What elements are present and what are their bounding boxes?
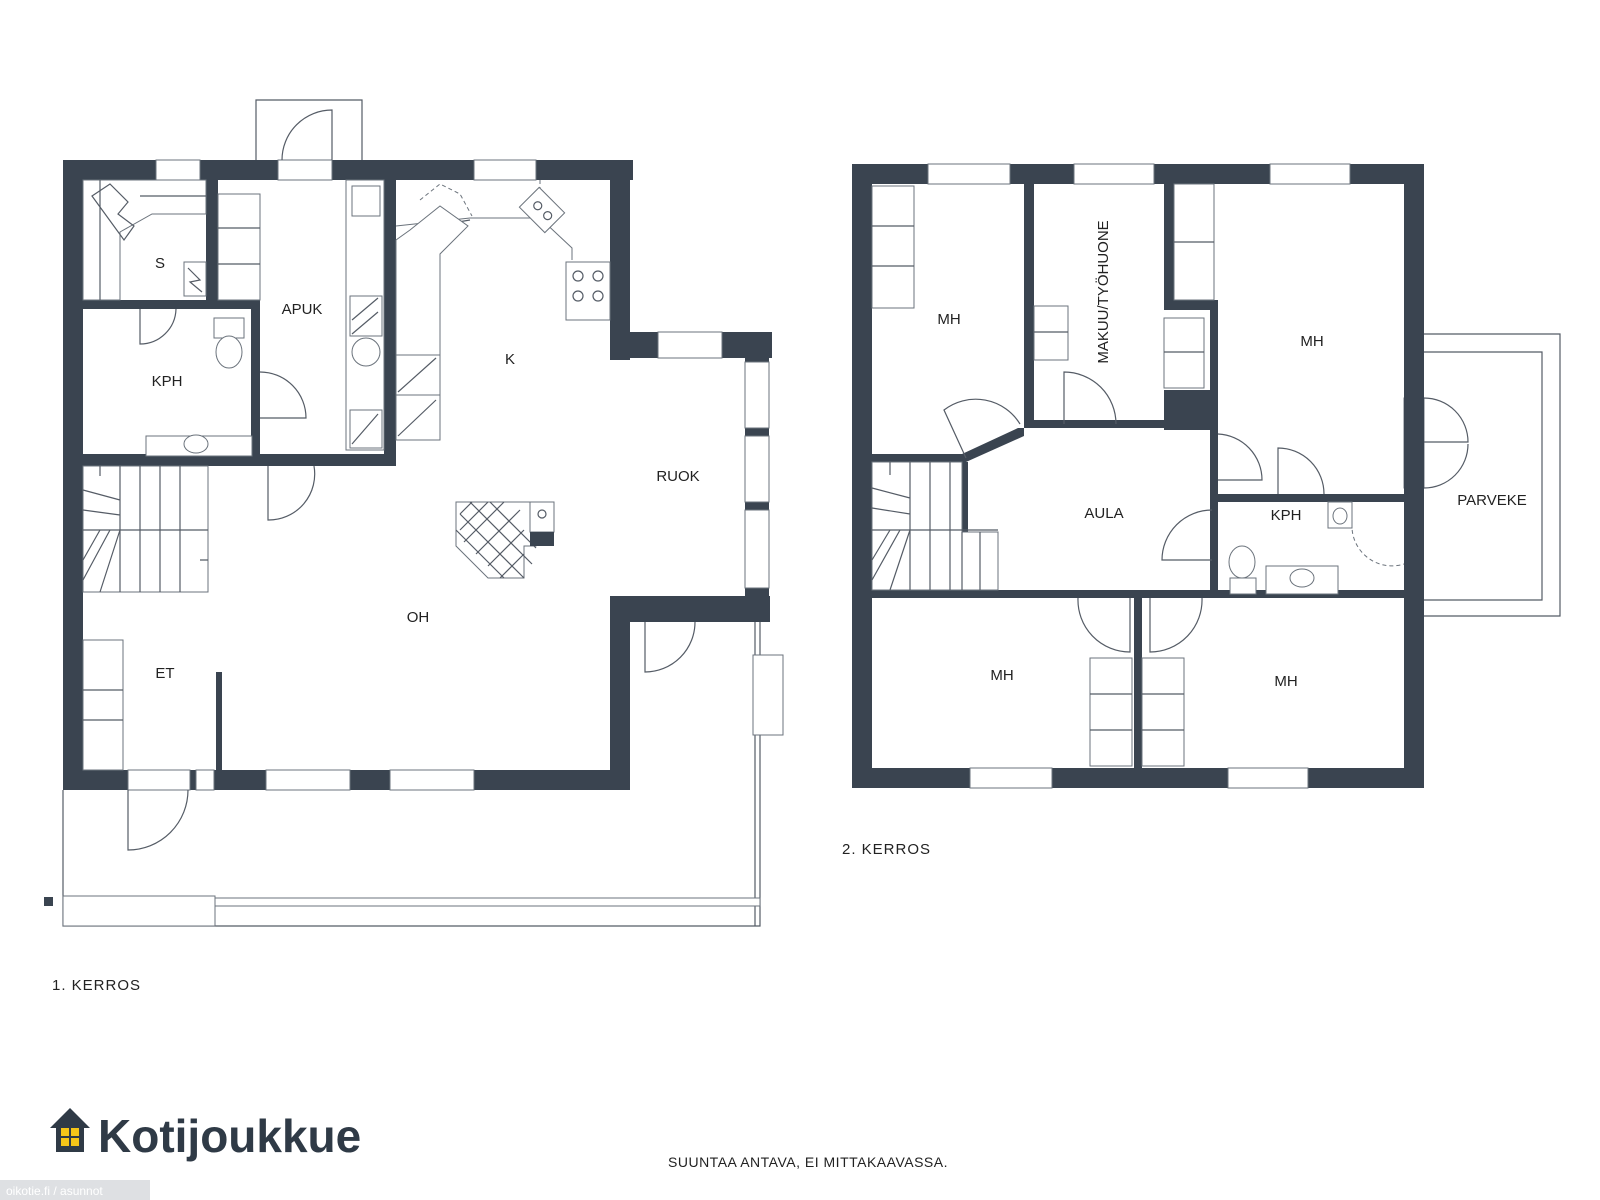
floor-2-label: 2. KERROS <box>842 841 931 858</box>
floor-1-plan: S APUK KPH K RUOK OH ET 1. KERROS <box>44 99 784 994</box>
room-label-aula: AULA <box>1084 505 1123 522</box>
room-label-makuu: MAKUU/TYÖHUONE <box>1094 220 1112 363</box>
room-label-oh: OH <box>407 609 430 626</box>
balcony <box>1403 333 1561 617</box>
floor-2-windows <box>927 163 1351 789</box>
disclaimer: SUUNTAA ANTAVA, EI MITTAKAAVASSA. <box>668 1154 948 1170</box>
house-icon <box>50 1108 90 1152</box>
room-label-parveke: PARVEKE <box>1457 492 1526 509</box>
room-label-et: ET <box>155 665 174 682</box>
floor-2-plan: MH MAKUU/TYÖHUONE MH AULA KPH PARVEKE MH… <box>842 163 1561 858</box>
floor-1-fixtures <box>82 179 611 771</box>
back-entrance <box>255 99 363 161</box>
watermark-text: oikotie.fi / asunnot <box>6 1184 103 1198</box>
terrace <box>44 620 784 927</box>
room-label-kph: KPH <box>152 373 183 390</box>
room-label-mh-bottom-left: MH <box>990 667 1013 684</box>
room-label-k: K <box>505 351 515 368</box>
floor-2-room-labels: MH MAKUU/TYÖHUONE MH AULA KPH PARVEKE MH… <box>937 220 1526 690</box>
floor-1-label: 1. KERROS <box>52 977 141 994</box>
watermark: oikotie.fi / asunnot <box>0 1180 150 1200</box>
room-label-apuk: APUK <box>282 301 323 318</box>
room-label-s: S <box>155 255 165 272</box>
floor-1-doors <box>127 308 696 851</box>
floor-1-room-labels: S APUK KPH K RUOK OH ET <box>152 255 700 682</box>
room-label-mh-top-right: MH <box>1300 333 1323 350</box>
room-label-ruok: RUOK <box>656 468 699 485</box>
room-label-mh-top-left: MH <box>937 311 960 328</box>
logo-text: Kotijoukkue <box>98 1110 361 1162</box>
floor-2-fixtures <box>871 183 1405 767</box>
floor-2-doors <box>943 371 1325 653</box>
logo: Kotijoukkue <box>50 1108 361 1162</box>
room-label-mh-bottom-right: MH <box>1274 673 1297 690</box>
room-label-kph-2: KPH <box>1271 507 1302 524</box>
